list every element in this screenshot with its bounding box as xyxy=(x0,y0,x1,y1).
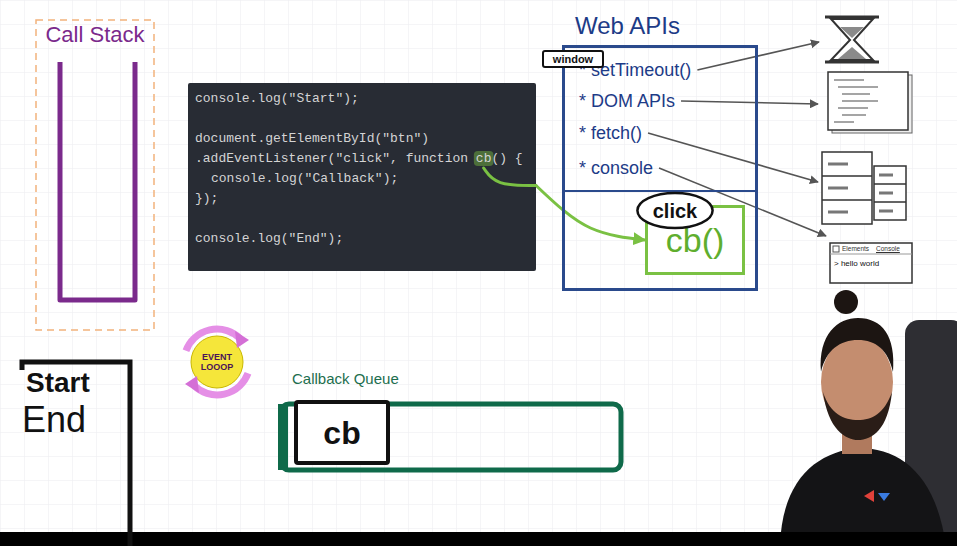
logo-mark xyxy=(864,490,874,502)
window-label: window xyxy=(553,53,593,66)
document-icon xyxy=(828,72,912,133)
window-tag: window xyxy=(542,50,604,68)
callback-item: cb xyxy=(294,400,390,465)
code-block: console.log("Start"); document.getElement… xyxy=(188,83,536,271)
edge-group xyxy=(536,185,645,240)
server-icon xyxy=(822,152,906,224)
code-line: }); xyxy=(195,189,218,209)
event-outline xyxy=(637,193,712,228)
dashed-frame xyxy=(36,20,154,330)
code-line: console.log("End"); xyxy=(195,229,343,249)
shape-outline xyxy=(35,18,155,332)
web-api-item: * fetch() xyxy=(579,122,642,144)
callback-registration-arrow xyxy=(536,185,645,240)
hair-bun xyxy=(834,290,858,314)
callback-queue: Callback Queue cb xyxy=(278,370,624,474)
logo-mark xyxy=(878,493,890,501)
hourglass-sand xyxy=(838,47,866,59)
console-line: Start xyxy=(26,367,135,399)
page xyxy=(828,72,908,130)
code-line: console.log("Start"); xyxy=(195,89,359,109)
loop-arc xyxy=(186,329,240,351)
console-output: StartEnd xyxy=(18,358,135,546)
event-name: click xyxy=(653,199,697,223)
devtools-screenshot xyxy=(830,243,912,283)
server-rack xyxy=(822,152,872,224)
web-api-item: * DOM APIs xyxy=(579,90,675,112)
devtools-tab: Console xyxy=(876,245,900,253)
divider-line xyxy=(565,190,755,192)
queued-callback: cb xyxy=(323,415,360,451)
hoodie xyxy=(780,448,946,546)
loop-core xyxy=(191,336,243,388)
console-line: End xyxy=(22,399,135,441)
callback-leader xyxy=(484,168,536,185)
stack-title: Call Stack xyxy=(35,22,155,48)
rack-drives xyxy=(879,175,893,211)
devtools-window xyxy=(830,243,912,283)
hourglass-icon xyxy=(825,17,879,62)
click-event-bubble: click xyxy=(635,191,715,230)
event-loop: EVENT LOOOP xyxy=(179,324,255,400)
video-bar xyxy=(0,532,957,546)
callback-box: cb()click xyxy=(645,205,745,275)
code-line: .addEventListener("click", function cb()… xyxy=(195,149,523,169)
loop-arc xyxy=(194,373,248,395)
queue-band-end xyxy=(278,404,288,470)
devtools-tab: Elements xyxy=(842,245,869,253)
loop-arrowhead xyxy=(235,331,249,348)
server-rack xyxy=(874,166,906,220)
devtools-tabbar xyxy=(830,254,912,255)
call-stack: Call Stack xyxy=(35,18,155,332)
devtools-icon xyxy=(833,246,839,252)
web-apis-box: Web APIs* setTimeout()* DOM APIs* fetch(… xyxy=(562,45,758,291)
rack-drives xyxy=(828,164,848,212)
console-output-line: > hello world xyxy=(834,259,879,269)
code-line: console.log("Callback"); xyxy=(195,169,398,189)
hair xyxy=(821,318,894,372)
presenter-figure xyxy=(780,290,957,546)
web-apis-title: Web APIs xyxy=(575,12,680,40)
code-scribble xyxy=(834,80,878,122)
beard xyxy=(823,392,892,440)
hourglass-sand xyxy=(840,27,864,38)
api-pointer-arrow xyxy=(681,101,818,104)
queue-title: Callback Queue xyxy=(292,370,399,388)
hourglass-glass xyxy=(831,19,873,60)
loop-arrowhead xyxy=(185,376,199,393)
code-line: document.getElementById("btn") xyxy=(195,129,429,149)
stack-container xyxy=(60,62,135,300)
event-loop-label: EVENT LOOOP xyxy=(194,352,240,372)
web-api-item: * console xyxy=(579,157,653,179)
